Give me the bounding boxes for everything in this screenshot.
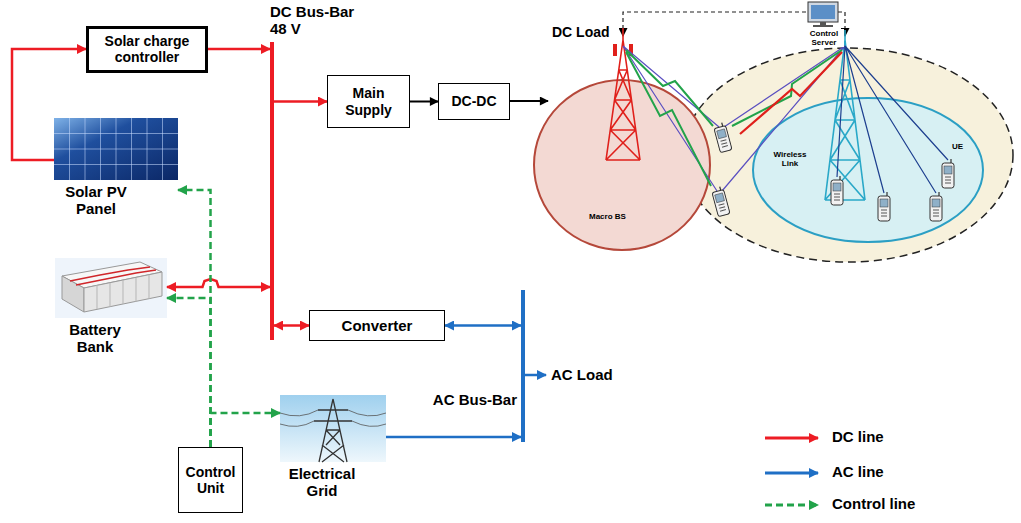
user-phone [831,176,843,205]
server-screen [811,5,835,19]
legend-text: DC line [832,428,884,445]
grid-picture-sky [280,395,386,462]
ac-load-arrow [525,374,546,377]
load-label: DC Load [552,24,610,40]
legend-line-sample [765,472,818,475]
node-text: DC-DC [451,93,496,109]
battery-bank: Battery Bank [55,258,167,355]
legend-text: AC line [832,463,884,480]
node-text: Control Unit [184,464,238,496]
radio-link [837,46,948,193]
node-text: Solar PV Panel [54,184,138,217]
tower-antenna [613,44,617,56]
node-text: Electrical Grid [280,466,364,499]
macro-tower [606,28,640,160]
node-text: DC Bus-Bar 48 V [270,4,370,37]
device-label: UE [952,142,963,151]
server-base [813,25,833,27]
battery-cells [97,275,149,309]
node-text: Battery Bank [60,322,130,355]
battery-wires [70,267,156,285]
power-line [386,436,521,439]
node-text: AC Bus-Bar [425,392,517,409]
control-line [167,298,211,447]
user-phone [878,192,890,221]
battery-front-face [62,276,84,312]
user-phone [942,159,954,188]
electrical-grid: Electrical Grid [280,395,386,499]
solar-panel-picture [54,118,178,180]
legend-line-sample [765,504,818,507]
main-supply-box: Main Supply [327,75,410,128]
power-line [274,100,327,103]
user-phone [711,186,730,217]
node-text: Main Supply [333,85,405,117]
charge-controller-box: Solar charge controller [86,26,208,73]
control-line [178,190,211,447]
dc-dc-box: DC-DC [438,83,510,120]
dc-output-arrow [510,100,548,102]
link-label: Wireless Link [768,150,812,168]
legend-text: Control line [832,495,915,512]
dc-bus-bar: DC Bus-Bar 48 V [270,42,274,340]
station-label: Macro BS [588,212,627,221]
wireless-zigzag [626,50,842,186]
solar-cell-grid [54,118,178,180]
macro-cell [534,80,710,250]
power-line [167,279,270,287]
node-text: Converter [342,317,413,334]
radio-link [623,46,845,191]
wireless-zigzag [740,52,842,134]
solar-panel: Solar PV Panel [54,118,178,217]
power-line [410,101,438,103]
power-line [445,324,521,327]
converter-box: Converter [309,310,445,341]
server-stand [820,22,826,25]
battery-side-face [84,272,162,312]
power-line [208,48,270,51]
control-line [211,413,281,447]
server-monitor [808,2,838,22]
power-line [12,49,86,160]
ac-bus-bar: AC Bus-Bar [521,290,525,442]
power-line [274,324,309,327]
user-phone [713,122,732,153]
small-cell [753,98,983,242]
server-label: Control Server [804,29,844,47]
user-phone [930,192,942,221]
pylon [314,399,352,462]
legend-line-sample [765,437,818,440]
control-unit-box: Control Unit [178,447,243,513]
server-link [623,12,806,36]
power-wires [280,410,386,426]
load-label: AC Load [551,366,613,383]
node-text: Solar charge controller [93,33,201,65]
battery-picture-ground [55,258,167,318]
